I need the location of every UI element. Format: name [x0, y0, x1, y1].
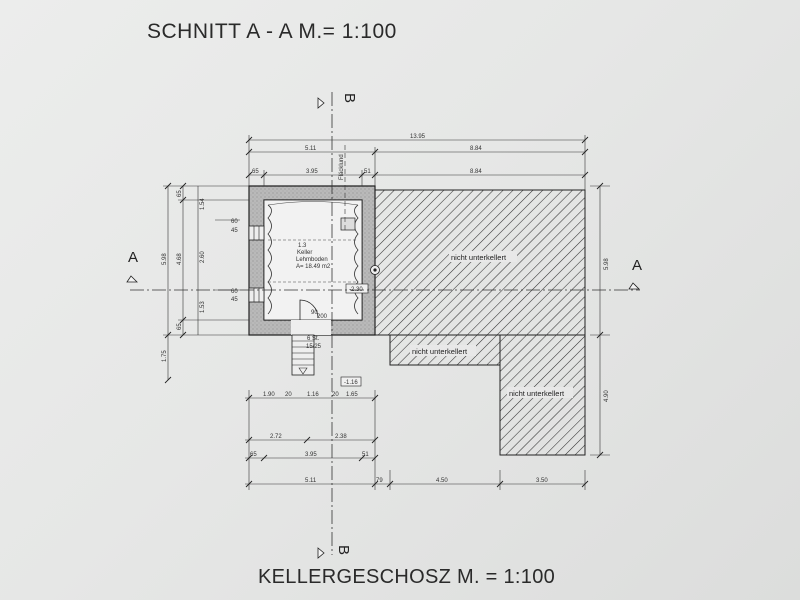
dim-window2-height: 45 — [231, 297, 238, 303]
door-detail: 200 — [317, 314, 328, 320]
room-area: A= 18.49 m2 — [296, 264, 331, 270]
dim-bottom-1-a: 1.90 — [263, 392, 275, 398]
dim-top-inner: 3.95 — [306, 169, 318, 175]
vertical-label: Fläcklund — [339, 154, 345, 180]
stair-detail: 15/25 — [306, 344, 322, 350]
dim-bottom-4-c: 4.50 — [436, 478, 448, 484]
dim-left-total: 5.98 — [162, 253, 168, 265]
level-entry: -1.16 — [344, 380, 358, 386]
unexcavated-area-main — [374, 189, 586, 336]
dim-bottom-1-e: 1.65 — [346, 392, 358, 398]
room-number: 1.3 — [298, 243, 307, 249]
chimney — [340, 217, 356, 231]
dim-left-inner: 4.68 — [177, 253, 183, 265]
section-marker-a-right: A — [632, 257, 642, 274]
dim-top-cellar: 5.11 — [305, 146, 317, 152]
dim-bottom-1-c: 1.16 — [307, 392, 319, 398]
unexcavated-label-main: nicht unterkellert — [451, 253, 507, 262]
dim-left-detail-3: 1.53 — [200, 301, 206, 313]
dim-bottom-1-b: 20 — [285, 392, 292, 398]
dim-bottom-3-a: 65 — [250, 452, 257, 458]
dim-right-lower: 4.90 — [604, 390, 610, 402]
section-marker-b-top: B — [341, 93, 358, 103]
dim-bottom-4-b: 79 — [376, 478, 383, 484]
room-name: Keller — [297, 250, 312, 256]
window-upper — [248, 225, 265, 241]
section-marker-a-left: A — [128, 249, 138, 266]
dim-left-detail-2: 2.60 — [200, 251, 206, 263]
dim-right-upper: 5.98 — [604, 258, 610, 270]
dim-window1-width: 60 — [231, 219, 238, 225]
dim-bottom-2-a: 2.72 — [270, 434, 282, 440]
door-swing — [299, 299, 319, 320]
stair-label: 6 St. — [307, 336, 320, 342]
room-floor-finish: Lehmboden — [296, 257, 328, 263]
dim-bottom-3-c: 51 — [362, 452, 369, 458]
window-lower — [248, 287, 265, 303]
unexcavated-label-middle: nicht unterkellert — [412, 347, 468, 356]
dim-window1-height: 45 — [231, 228, 238, 234]
dim-left-stair: 1.75 — [162, 350, 168, 362]
unexcavated-label-lower: nicht unterkellert — [509, 389, 565, 398]
dim-left-detail-1: 1.54 — [200, 198, 206, 210]
section-title: SCHNITT A - A M.= 1:100 — [147, 20, 397, 43]
stair — [291, 334, 315, 376]
stair-opening — [291, 320, 331, 335]
dim-bottom-4-a: 5.11 — [305, 478, 317, 484]
dim-bottom-2-b: 2.38 — [335, 434, 347, 440]
dim-top-wall-left: 65 — [252, 169, 259, 175]
dim-left-wall-bottom: 65 — [177, 323, 183, 330]
dim-top-total: 13.95 — [410, 134, 426, 140]
dim-bottom-4-d: 3.50 — [536, 478, 548, 484]
section-marker-b-bottom: B — [335, 545, 352, 555]
dim-top-rest: 8.84 — [470, 146, 482, 152]
door-label: 90 — [311, 310, 318, 316]
floor-plan-title: KELLERGESCHOSZ M. = 1:100 — [258, 566, 556, 588]
dim-top-wall-right: 51 — [364, 169, 371, 175]
dim-left-wall-top: 65 — [177, 190, 183, 197]
dim-bottom-1-d: 20 — [332, 392, 339, 398]
dim-window2-width: 60 — [231, 289, 238, 295]
dim-bottom-3-b: 3.95 — [305, 452, 317, 458]
dim-top-rest2: 8.84 — [470, 169, 482, 175]
